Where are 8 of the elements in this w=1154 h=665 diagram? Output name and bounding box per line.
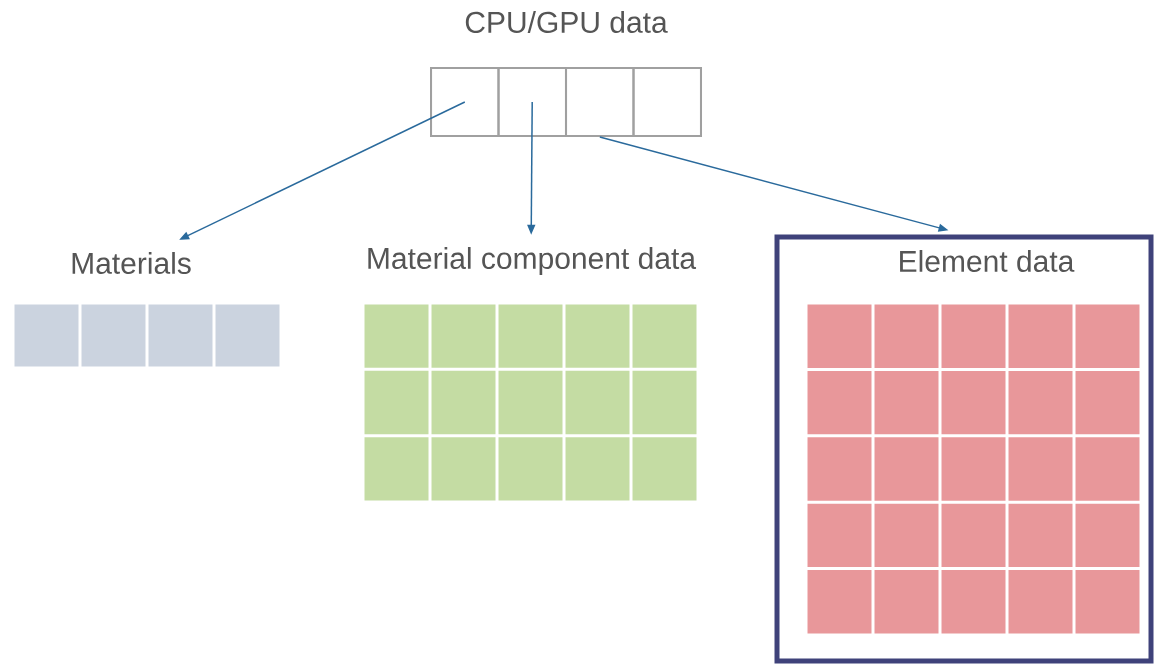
heading: CPU/GPU data — [465, 11, 668, 34]
array-cell — [632, 67, 702, 137]
heading: Material component data — [368, 247, 697, 275]
array-cell — [497, 67, 567, 137]
array-cell — [430, 67, 500, 137]
heading: Element data — [900, 250, 1075, 273]
heading: Materials — [72, 252, 191, 275]
array-cell — [565, 67, 635, 137]
